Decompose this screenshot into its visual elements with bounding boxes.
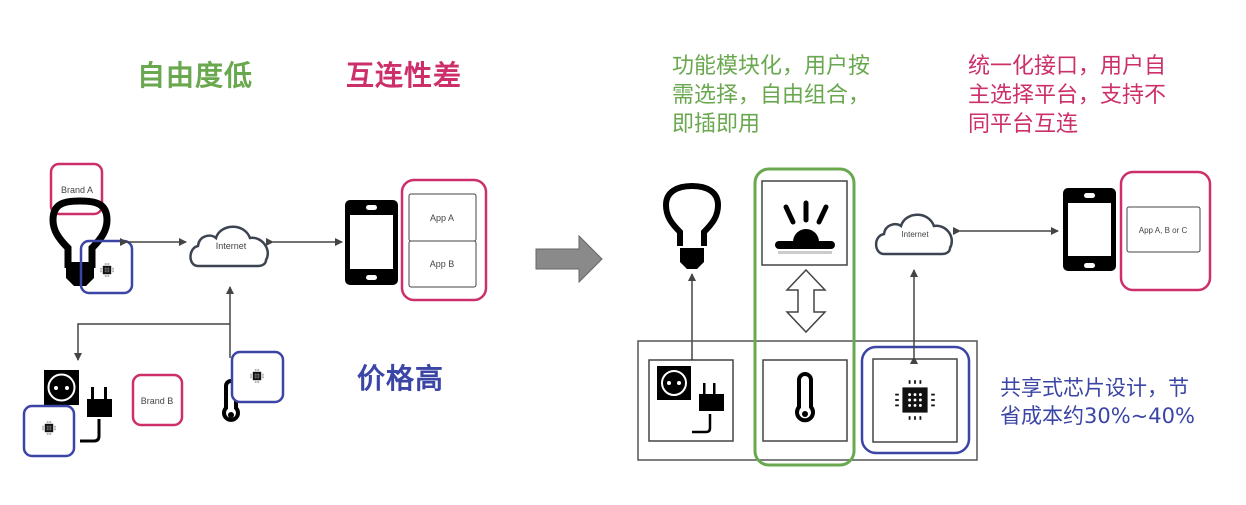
brand-b-label: Brand B (141, 396, 174, 406)
plug-icon (692, 383, 724, 434)
brand-b-box: Brand B (131, 373, 184, 427)
desc-shared-chip: 共享式芯片设计，节 省成本约30%~40% (1000, 374, 1195, 430)
shared-chip-module (860, 345, 971, 455)
light-sensor-module (761, 180, 848, 266)
desc-interface-line: 统一化接口，用户自 (968, 54, 1167, 79)
lightbulb-icon (662, 182, 722, 269)
power-socket-icon (44, 370, 79, 405)
chip-icon (100, 263, 114, 277)
socket-module (648, 359, 734, 442)
desc-interface-line: 同平台互连 (968, 112, 1079, 137)
connector-internet-devices (74, 286, 234, 361)
power-socket-icon (657, 366, 691, 400)
desc-unified-interface: 统一化接口，用户自 主选择平台，支持不 同平台互连 (968, 52, 1166, 139)
cloud-label: Internet (216, 241, 247, 251)
cloud-icon: Internet (874, 213, 953, 256)
brand-a-box: Brand A (49, 162, 104, 216)
unified-app-box: App A, B or C (1119, 170, 1212, 292)
cloud-label: Internet (901, 230, 929, 239)
plug-icon (80, 387, 112, 443)
headline-low-freedom: 自由度低 (137, 59, 254, 92)
cloud-icon: Internet (189, 225, 269, 268)
desc-chip-line: 共享式芯片设计，节 (1000, 376, 1189, 400)
app-b-label: App B (430, 259, 455, 269)
desc-interface-line: 主选择平台，支持不 (968, 83, 1167, 108)
shared-base-board (637, 340, 978, 461)
chip-module-bulb (79, 239, 134, 295)
block-arrow-right-icon (535, 234, 603, 284)
desc-modular-line: 即插即用 (672, 112, 761, 137)
thermometer-module (762, 359, 848, 442)
desc-chip-line: 省成本约30%~40% (1000, 404, 1195, 428)
chip-module-thermometer (230, 350, 285, 404)
smartphone-icon (1063, 188, 1116, 271)
thermometer-icon (795, 372, 815, 423)
brand-a-label: Brand A (61, 185, 93, 195)
app-abc-label: App A, B or C (1139, 226, 1188, 235)
smartphone-icon (345, 200, 398, 285)
sensor-module-column (753, 167, 856, 467)
desc-modular: 功能模块化，用户按 需选择，自由组合， 即插即用 (672, 52, 870, 139)
app-a-label: App A (430, 213, 454, 223)
chip-module-socket (22, 404, 76, 458)
headline-high-price: 价格高 (357, 362, 445, 395)
desc-modular-line: 功能模块化，用户按 (672, 54, 871, 79)
double-arrow-vertical-icon (785, 268, 827, 334)
desc-modular-line: 需选择，自由组合， (672, 83, 871, 108)
headline-poor-interconnect: 互连性差 (346, 59, 463, 92)
sunrise-icon (775, 200, 835, 254)
app-list-box: App A App B (400, 178, 488, 302)
